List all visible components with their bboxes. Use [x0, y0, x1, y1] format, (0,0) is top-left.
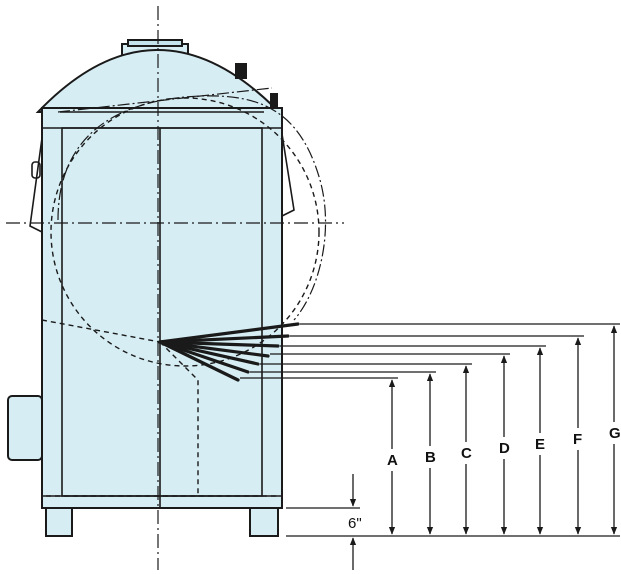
- dimension-label-c: C: [461, 445, 472, 462]
- nozzle-arm: [158, 340, 280, 348]
- dimension-label-d: D: [499, 440, 510, 457]
- dimension-label-a: A: [387, 452, 398, 469]
- nozzle-arm: [158, 340, 250, 374]
- nozzle-arm: [158, 340, 270, 358]
- center-lines: [6, 6, 344, 570]
- clearance-label: 6": [348, 515, 362, 532]
- swing-arc: [57, 87, 327, 321]
- dimension-label-g: G: [609, 425, 621, 442]
- tank-body: [7, 39, 283, 537]
- right-leg: [249, 507, 279, 537]
- inner-frame: [29, 111, 295, 508]
- nozzle-arm: [158, 340, 260, 366]
- tank-shell: [41, 107, 283, 509]
- dimension-label-b: B: [425, 449, 436, 466]
- side-box: [7, 395, 43, 461]
- dome-head: [35, 49, 276, 113]
- nozzle-arm: [158, 340, 240, 382]
- dome-fitting: [235, 63, 247, 79]
- left-leg: [45, 507, 73, 537]
- nozzle-fan: [158, 322, 300, 382]
- dimension-label-f: F: [573, 431, 582, 448]
- dimension-label-e: E: [535, 436, 545, 453]
- nozzle-arm: [158, 334, 290, 344]
- clearance-dimension: [286, 474, 620, 570]
- nozzle-arm: [158, 322, 300, 344]
- dimension-lines: A B C D E F G: [240, 323, 621, 535]
